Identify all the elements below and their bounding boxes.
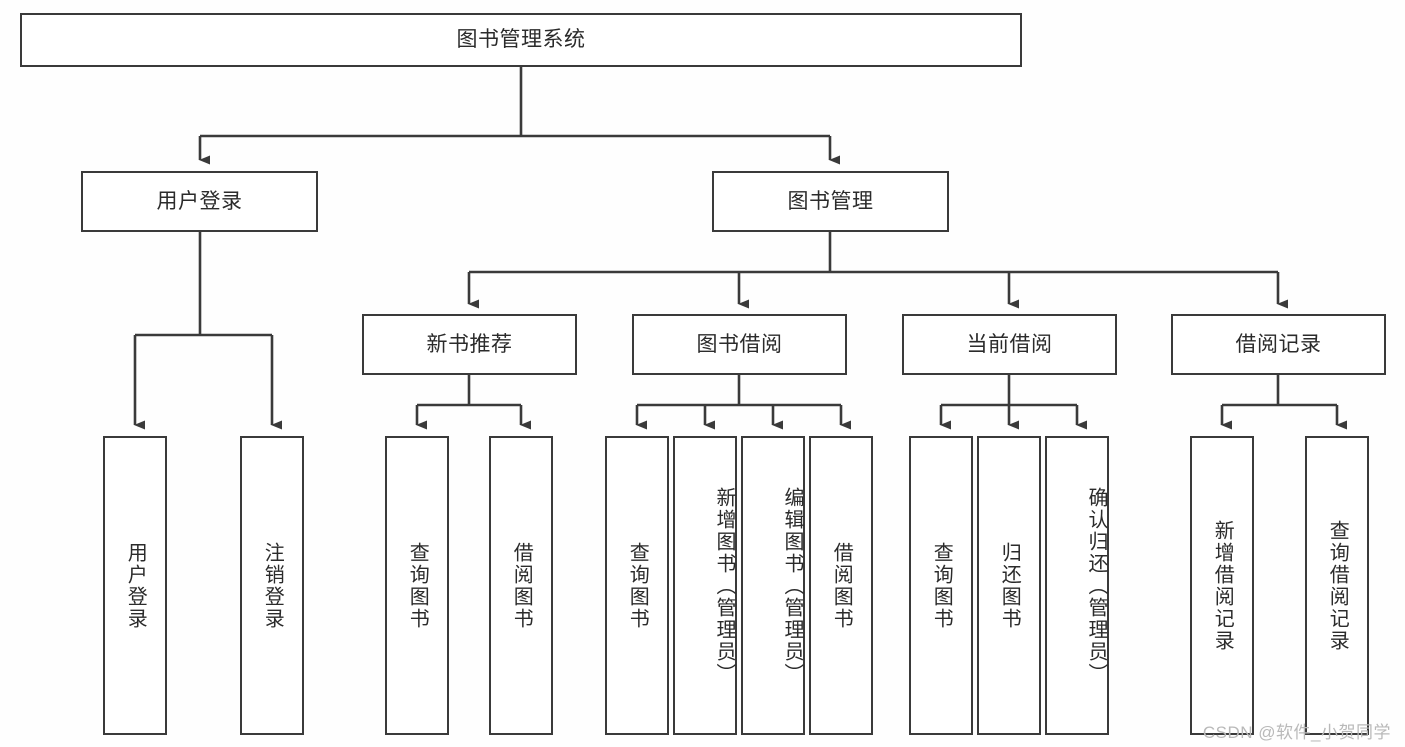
- csdn-watermark: CSDN @软件_小贺同学: [1202, 723, 1391, 742]
- node-leaf-add-record[interactable]: 新增借阅记录: [1190, 436, 1254, 735]
- node-leaf-add-book-label: 新增图书（管理员）: [713, 486, 735, 685]
- node-book-borrow[interactable]: 图书借阅: [632, 314, 847, 375]
- node-new-book-recommend[interactable]: 新书推荐: [362, 314, 577, 375]
- node-leaf-confirm-return-label: 确认归还（管理员）: [1085, 486, 1107, 685]
- node-root[interactable]: 图书管理系统: [20, 13, 1022, 67]
- node-leaf-logout-label: 注销登录: [261, 541, 284, 630]
- node-leaf-add-book[interactable]: 新增图书（管理员）: [673, 436, 737, 735]
- node-leaf-borrow-book-1-label: 借阅图书: [510, 541, 533, 630]
- node-leaf-query-book-3[interactable]: 查询图书: [909, 436, 973, 735]
- node-current-borrow-label: 当前借阅: [966, 332, 1053, 356]
- node-leaf-user-login[interactable]: 用户登录: [103, 436, 167, 735]
- node-leaf-edit-book[interactable]: 编辑图书（管理员）: [741, 436, 805, 735]
- node-leaf-query-book-1-label: 查询图书: [406, 541, 429, 630]
- node-leaf-user-login-label: 用户登录: [124, 541, 147, 630]
- node-book-manage[interactable]: 图书管理: [712, 171, 949, 232]
- node-book-borrow-label: 图书借阅: [696, 332, 783, 356]
- node-leaf-add-record-label: 新增借阅记录: [1211, 519, 1234, 652]
- node-leaf-borrow-book-2-label: 借阅图书: [830, 541, 853, 630]
- node-new-book-recommend-label: 新书推荐: [426, 332, 513, 356]
- node-book-manage-label: 图书管理: [787, 189, 874, 213]
- node-leaf-confirm-return[interactable]: 确认归还（管理员）: [1045, 436, 1109, 735]
- node-leaf-query-book-2-label: 查询图书: [626, 541, 649, 630]
- node-leaf-return-book-label: 归还图书: [998, 541, 1021, 630]
- node-leaf-borrow-book-1[interactable]: 借阅图书: [489, 436, 553, 735]
- node-leaf-borrow-book-2[interactable]: 借阅图书: [809, 436, 873, 735]
- node-leaf-logout[interactable]: 注销登录: [240, 436, 304, 735]
- node-leaf-query-record-label: 查询借阅记录: [1326, 519, 1349, 652]
- node-borrow-record-label: 借阅记录: [1235, 332, 1322, 356]
- node-user-login-label: 用户登录: [156, 189, 243, 213]
- node-leaf-query-book-3-label: 查询图书: [930, 541, 953, 630]
- node-leaf-edit-book-label: 编辑图书（管理员）: [781, 486, 803, 685]
- node-borrow-record[interactable]: 借阅记录: [1171, 314, 1386, 375]
- node-user-login[interactable]: 用户登录: [81, 171, 318, 232]
- node-leaf-query-book-1[interactable]: 查询图书: [385, 436, 449, 735]
- node-leaf-query-record[interactable]: 查询借阅记录: [1305, 436, 1369, 735]
- node-leaf-query-book-2[interactable]: 查询图书: [605, 436, 669, 735]
- node-root-label: 图书管理系统: [456, 28, 586, 52]
- node-current-borrow[interactable]: 当前借阅: [902, 314, 1117, 375]
- node-leaf-return-book[interactable]: 归还图书: [977, 436, 1041, 735]
